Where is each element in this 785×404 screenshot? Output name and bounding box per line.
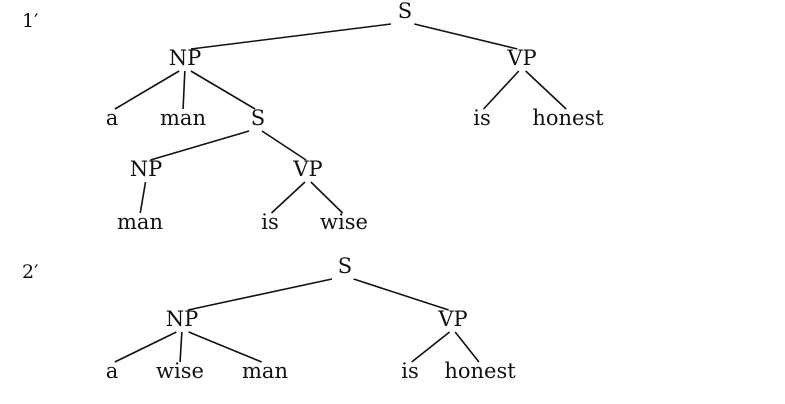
tree-edge [261, 130, 307, 161]
tree-leaf: man [160, 106, 206, 130]
tree-edge [190, 23, 392, 50]
tree-node: S [338, 254, 352, 278]
tree-node: VP [437, 307, 467, 331]
tree-leaf: man [117, 210, 163, 234]
tree-edge [187, 278, 333, 311]
tree-node: VP [292, 157, 322, 181]
tree-edge [353, 278, 449, 311]
tree-leaf: man [242, 359, 288, 383]
tree-edge [454, 331, 480, 363]
tree-leaf: a [106, 106, 119, 130]
tree-leaf: a [106, 359, 119, 383]
tree-edge [139, 181, 147, 214]
tree-edge [150, 130, 250, 161]
tree-leaf: is [473, 106, 491, 130]
tree-leaf: honest [444, 359, 516, 383]
tree-2: 2′ S NP VP a wise man is honest [22, 254, 516, 383]
tree-edge [179, 331, 183, 363]
tree-label: 2′ [22, 261, 38, 283]
tree-edge [310, 181, 344, 214]
tree-leaf: honest [532, 106, 604, 130]
tree-node: VP [506, 46, 536, 70]
tree-leaf: wise [156, 359, 204, 383]
tree-edge [188, 331, 262, 363]
tree-label: 1′ [22, 10, 38, 32]
tree-node: S [398, 0, 412, 23]
tree-edge [190, 70, 256, 110]
tree-node: NP [169, 46, 202, 70]
tree-leaf: is [401, 359, 419, 383]
tree-leaf: is [261, 210, 279, 234]
tree-leaf: wise [320, 210, 368, 234]
tree-edge [525, 70, 567, 110]
tree-node: NP [166, 307, 199, 331]
tree-node: NP [130, 157, 163, 181]
tree-edge [411, 331, 451, 363]
tree-edge [114, 331, 177, 363]
tree-edge [182, 70, 186, 110]
tree-edge [483, 70, 520, 110]
tree-edge [270, 181, 306, 214]
tree-edge [414, 23, 518, 50]
tree-node: S [251, 106, 265, 130]
tree-edge [114, 70, 180, 110]
